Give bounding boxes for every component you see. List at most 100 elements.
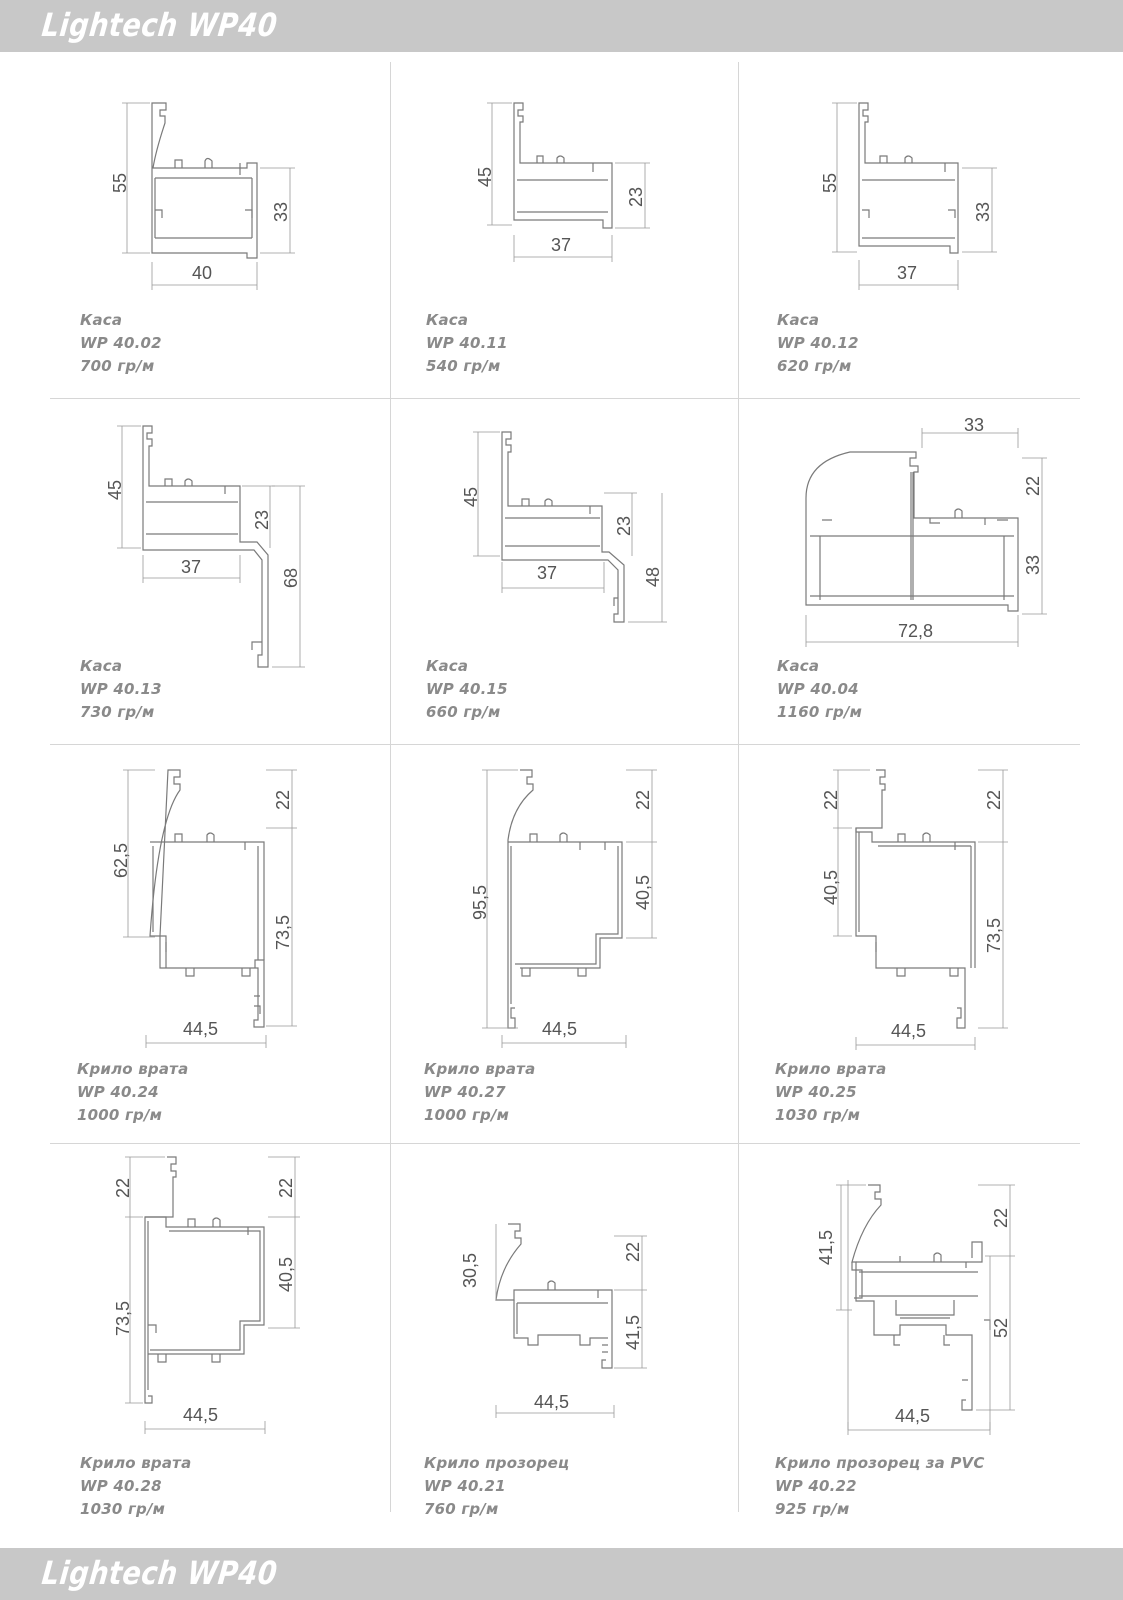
- profile-caption: Каса WP 40.15 660 гр/м: [426, 655, 508, 724]
- header-bar: Lightech WP40: [0, 0, 1123, 52]
- profile-name: Крило прозорец за PVC: [775, 1454, 985, 1472]
- profile-name: Крило врата: [77, 1060, 189, 1078]
- dimension-label: 44,5: [534, 1392, 569, 1412]
- dimension-label: 33: [271, 202, 291, 222]
- dimension-label: 30,5: [460, 1253, 480, 1288]
- dimension-label: 44,5: [183, 1405, 218, 1425]
- dimension-label: 45: [105, 480, 125, 500]
- dimension-label: 37: [551, 235, 571, 255]
- dimension-label: 23: [252, 510, 272, 530]
- dimension-label: 40: [192, 263, 212, 283]
- profile-name: Крило прозорец: [424, 1454, 570, 1472]
- dimension-label: 44,5: [895, 1406, 930, 1426]
- dimension-label: 73,5: [113, 1301, 133, 1336]
- profile-code: WP 40.21: [424, 1477, 506, 1495]
- profile-caption: Крило врата WP 40.28 1030 гр/м: [80, 1452, 191, 1521]
- profile-name: Каса: [777, 311, 820, 329]
- profile-name: Каса: [426, 311, 469, 329]
- dimension-label: 22: [113, 1178, 133, 1198]
- profile-caption: Крило прозорец за PVC WP 40.22 925 гр/м: [775, 1452, 985, 1521]
- profile-code: WP 40.24: [77, 1083, 159, 1101]
- profile-code: WP 40.02: [80, 334, 162, 352]
- dimension-label: 72,8: [898, 621, 933, 641]
- profile-weight: 1160 гр/м: [777, 703, 863, 721]
- profile-code: WP 40.13: [80, 680, 162, 698]
- profile-name: Каса: [80, 311, 123, 329]
- profile-name: Каса: [80, 657, 123, 675]
- dimension-label: 33: [1023, 555, 1043, 575]
- profile-name: Каса: [777, 657, 820, 675]
- dimension-label: 45: [475, 167, 495, 187]
- dimension-label: 22: [821, 790, 841, 810]
- dimension-label: 23: [614, 516, 634, 536]
- profile-caption: Каса WP 40.04 1160 гр/м: [777, 655, 862, 724]
- profile-code: WP 40.25: [775, 1083, 857, 1101]
- row-divider: [50, 1143, 1080, 1144]
- profile-weight: 1000 гр/м: [424, 1106, 510, 1124]
- profile-code: WP 40.04: [777, 680, 859, 698]
- dimension-label: 22: [1023, 476, 1043, 496]
- profile-name: Крило врата: [80, 1454, 192, 1472]
- profile-weight: 660 гр/м: [426, 703, 501, 721]
- dimension-label: 44,5: [891, 1021, 926, 1041]
- dimension-label: 73,5: [984, 918, 1004, 953]
- dimension-label: 48: [643, 567, 663, 587]
- dimension-label: 40,5: [821, 870, 841, 905]
- dimension-label: 52: [991, 1318, 1011, 1338]
- profile-code: WP 40.12: [777, 334, 859, 352]
- profile-name: Каса: [426, 657, 469, 675]
- dimension-label: 44,5: [183, 1019, 218, 1039]
- profile-weight: 1000 гр/м: [77, 1106, 163, 1124]
- dimension-label: 95,5: [470, 885, 490, 920]
- dimension-label: 45: [461, 487, 481, 507]
- profile-caption: Каса WP 40.02 700 гр/м: [80, 309, 162, 378]
- dimension-label: 23: [626, 187, 646, 207]
- dimension-label: 73,5: [273, 915, 293, 950]
- dimension-label: 40,5: [276, 1257, 296, 1292]
- footer-bar: Lightech WP40: [0, 1548, 1123, 1600]
- row-divider: [50, 398, 1080, 399]
- dimension-label: 37: [897, 263, 917, 283]
- profile-code: WP 40.22: [775, 1477, 857, 1495]
- profile-weight: 760 гр/м: [424, 1500, 499, 1518]
- column-divider: [390, 62, 391, 1512]
- profile-weight: 925 гр/м: [775, 1500, 850, 1518]
- dimension-label: 22: [276, 1178, 296, 1198]
- dimension-label: 22: [633, 790, 653, 810]
- dimension-label: 41,5: [816, 1230, 836, 1265]
- profile-name: Крило врата: [424, 1060, 536, 1078]
- profile-caption: Каса WP 40.11 540 гр/м: [426, 309, 508, 378]
- profile-caption: Крило прозорец WP 40.21 760 гр/м: [424, 1452, 569, 1521]
- profile-weight: 700 гр/м: [80, 357, 155, 375]
- dimension-label: 41,5: [623, 1315, 643, 1350]
- profile-caption: Крило врата WP 40.24 1000 гр/м: [77, 1058, 188, 1127]
- dimension-label: 22: [991, 1208, 1011, 1228]
- profile-caption: Каса WP 40.13 730 гр/м: [80, 655, 162, 724]
- dimension-label: 68: [281, 568, 301, 588]
- profile-weight: 540 гр/м: [426, 357, 501, 375]
- dimension-label: 40,5: [633, 875, 653, 910]
- profile-weight: 1030 гр/м: [775, 1106, 861, 1124]
- dimension-label: 37: [181, 557, 201, 577]
- profile-weight: 1030 гр/м: [80, 1500, 166, 1518]
- profile-code: WP 40.27: [424, 1083, 506, 1101]
- profile-caption: Каса WP 40.12 620 гр/м: [777, 309, 859, 378]
- dimension-label: 22: [623, 1242, 643, 1262]
- dimension-label: 22: [273, 790, 293, 810]
- profile-code: WP 40.15: [426, 680, 508, 698]
- profile-caption: Крило врата WP 40.27 1000 гр/м: [424, 1058, 535, 1127]
- dimension-label: 62,5: [111, 843, 131, 878]
- row-divider: [50, 744, 1080, 745]
- profile-weight: 730 гр/м: [80, 703, 155, 721]
- dimension-label: 33: [973, 202, 993, 222]
- profile-code: WP 40.28: [80, 1477, 162, 1495]
- profile-name: Крило врата: [775, 1060, 887, 1078]
- dimension-label: 55: [110, 173, 130, 193]
- profile-code: WP 40.11: [426, 334, 508, 352]
- dimension-label: 55: [820, 173, 840, 193]
- column-divider: [738, 62, 739, 1512]
- dimension-label: 22: [984, 790, 1004, 810]
- dimension-label: 37: [537, 563, 557, 583]
- profile-weight: 620 гр/м: [777, 357, 852, 375]
- profile-caption: Крило врата WP 40.25 1030 гр/м: [775, 1058, 886, 1127]
